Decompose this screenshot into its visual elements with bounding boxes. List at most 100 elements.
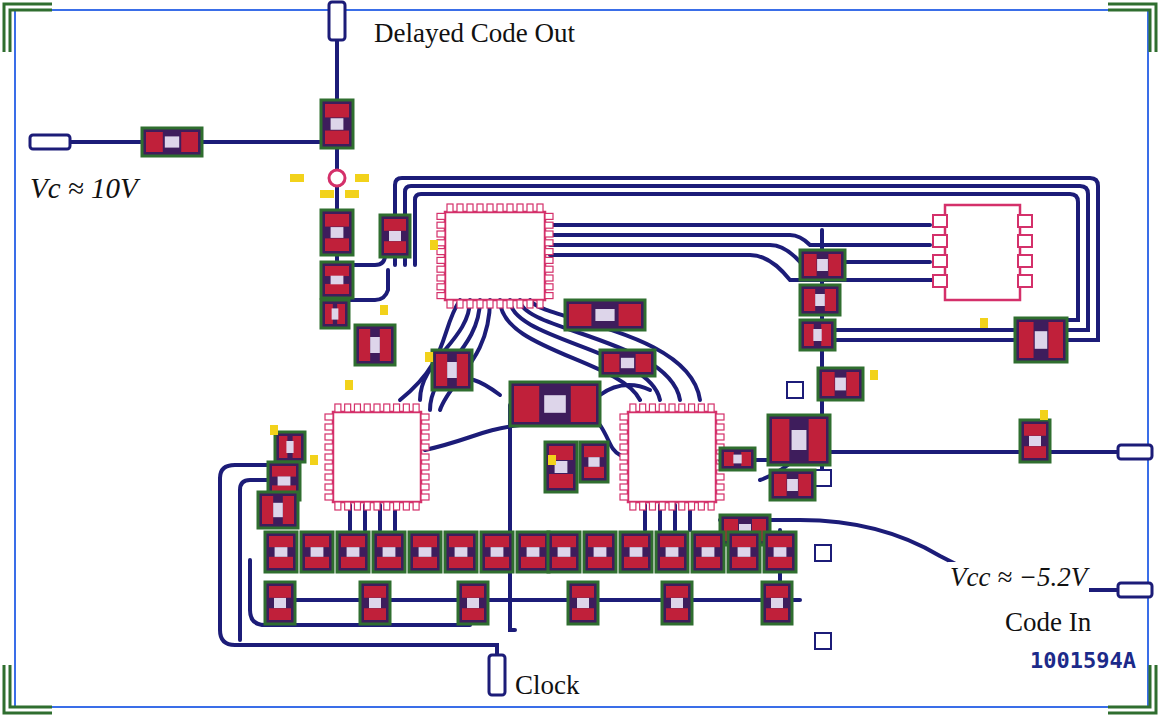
ic-pin <box>394 404 400 412</box>
ic-pin <box>325 444 333 450</box>
component-marking <box>273 503 283 517</box>
ic-pin <box>1018 235 1032 247</box>
component-pad <box>660 536 684 547</box>
part-number-box: 1001594A <box>1028 648 1138 673</box>
component-pad <box>305 536 329 547</box>
component-marking <box>527 547 540 557</box>
component-pad <box>269 536 293 547</box>
component-pad <box>325 238 349 251</box>
port-label: Code In <box>1003 607 1093 637</box>
solder-pad <box>345 190 359 198</box>
component-pad <box>293 436 301 458</box>
component-marking <box>369 598 381 608</box>
component-pad <box>828 254 841 276</box>
component-body <box>800 285 840 315</box>
ic-pin <box>325 424 333 430</box>
component-marking <box>275 547 288 557</box>
component-pad <box>359 329 370 361</box>
component-pad <box>572 608 594 620</box>
component-body <box>321 210 353 255</box>
component-body <box>337 532 369 572</box>
connector-pad <box>329 2 345 40</box>
component-body <box>510 382 600 426</box>
copper-trace <box>405 186 1088 330</box>
ic-pin <box>487 204 493 212</box>
solder-pad <box>320 190 334 198</box>
component-pad <box>269 586 291 598</box>
component-pad <box>384 241 406 253</box>
component-marking <box>274 598 286 608</box>
ic-pin <box>364 502 370 510</box>
component-pad <box>457 354 468 386</box>
component-pad <box>413 536 437 547</box>
ic-pin <box>325 414 333 420</box>
component-body <box>656 532 688 572</box>
smd-component <box>258 492 298 528</box>
component-marking <box>630 547 643 557</box>
ic-pin <box>933 235 947 247</box>
ic-pin <box>403 404 409 412</box>
component-body <box>1015 318 1067 362</box>
ic-pin <box>403 502 409 510</box>
component-pad <box>1048 322 1063 358</box>
smd-component <box>337 532 369 572</box>
test-pad <box>787 382 803 398</box>
smd-component <box>770 470 815 500</box>
port-label: Delayed Code Out <box>372 18 577 48</box>
component-marking <box>419 547 432 557</box>
ic-pin <box>620 454 628 460</box>
smd-component <box>545 442 577 492</box>
ic-pin <box>545 231 553 237</box>
smd-component <box>355 325 395 365</box>
ic-pin <box>467 204 473 212</box>
component-pad <box>666 608 688 620</box>
component-pad <box>798 474 811 496</box>
component-body <box>360 582 390 624</box>
component-marking <box>555 461 568 473</box>
smd-component <box>275 432 305 462</box>
board-outline <box>15 10 1148 707</box>
component-pad <box>552 557 576 568</box>
component-body <box>600 350 655 376</box>
voltage-label-box: Vc ≈ 10V <box>28 172 140 205</box>
ic-pin <box>507 204 513 212</box>
ic-pin <box>447 204 453 212</box>
smd-component <box>1015 318 1067 362</box>
ic-pin <box>384 404 390 412</box>
ic-pin <box>325 464 333 470</box>
component-marking <box>787 479 798 491</box>
component-pad <box>325 104 349 117</box>
solder-mark <box>430 240 438 250</box>
part-number: 1001594A <box>1028 648 1138 673</box>
ic-pin <box>689 502 695 510</box>
component-marking <box>621 358 634 368</box>
component-marking <box>1029 436 1041 446</box>
ic-pin <box>545 222 553 228</box>
ic-pin <box>716 434 724 440</box>
ic-pin <box>545 240 553 246</box>
copper-trace <box>425 425 520 450</box>
ic-pin <box>447 300 453 308</box>
ic-pin <box>437 275 445 281</box>
ic-pin <box>421 474 429 480</box>
ic-pin <box>437 240 445 246</box>
copper-trace <box>830 450 1118 454</box>
component-pad <box>269 608 291 620</box>
component-body <box>321 100 353 148</box>
smd-component <box>321 262 353 298</box>
component-marking <box>447 362 457 378</box>
solder-mark <box>980 318 988 328</box>
ic-pin <box>497 300 503 308</box>
copper-trace <box>395 178 1098 340</box>
smd-component <box>656 532 688 572</box>
component-pad <box>804 324 814 346</box>
component-marking <box>702 547 715 557</box>
component-body <box>275 432 305 462</box>
smd-component <box>818 368 863 400</box>
smd-component <box>768 415 830 465</box>
ic-pin <box>620 494 628 500</box>
component-pad <box>732 557 756 568</box>
ic-pin <box>545 257 553 263</box>
